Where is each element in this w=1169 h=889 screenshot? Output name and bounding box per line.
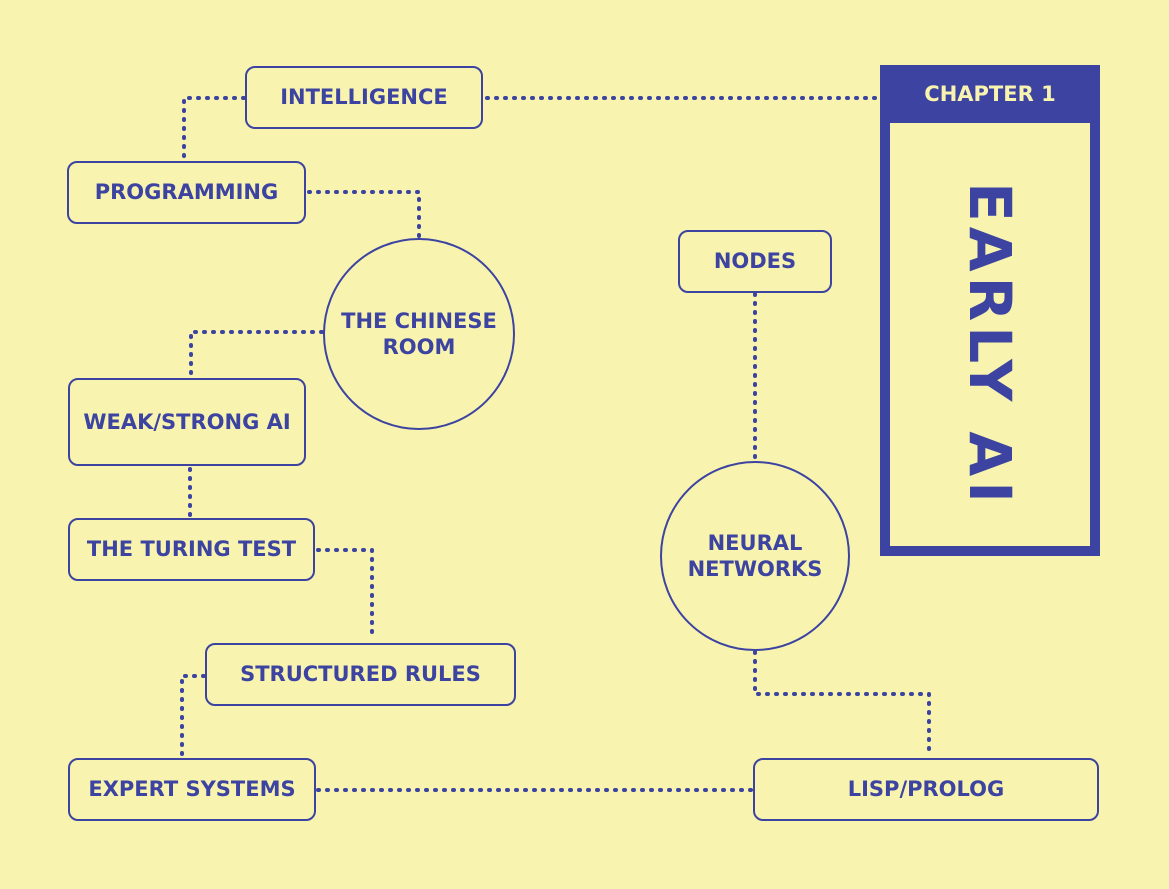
turing-test-node: THE TURING TEST (68, 518, 315, 581)
weak-strong-ai-node: WEAK/STRONG AI (68, 378, 306, 466)
connector-neural-lisp (753, 650, 931, 758)
nodes-node: NODES (678, 230, 832, 293)
neural-networks-node: NEURAL NETWORKS (660, 461, 850, 651)
chapter-title: EARLY AI (956, 182, 1024, 508)
expert-systems-node: EXPERT SYSTEMS (68, 758, 316, 821)
chinese-room-node: THE CHINESE ROOM (323, 238, 515, 430)
chapter-panel: CHAPTER 1 EARLY AI (880, 65, 1100, 556)
intelligence-node: INTELLIGENCE (245, 66, 483, 129)
connector-structured-rules-expert (180, 674, 206, 757)
structured-rules-node: STRUCTURED RULES (205, 643, 516, 706)
connector-intelligence-programming (182, 96, 246, 160)
connector-chinese-room-weak-strong (189, 330, 324, 378)
lisp-prolog-node: LISP/PROLOG (753, 758, 1099, 821)
chapter-label: CHAPTER 1 (880, 65, 1100, 123)
connector-programming-chinese-room (307, 190, 421, 238)
programming-node: PROGRAMMING (67, 161, 306, 224)
connector-turing-structured-rules (316, 548, 374, 642)
